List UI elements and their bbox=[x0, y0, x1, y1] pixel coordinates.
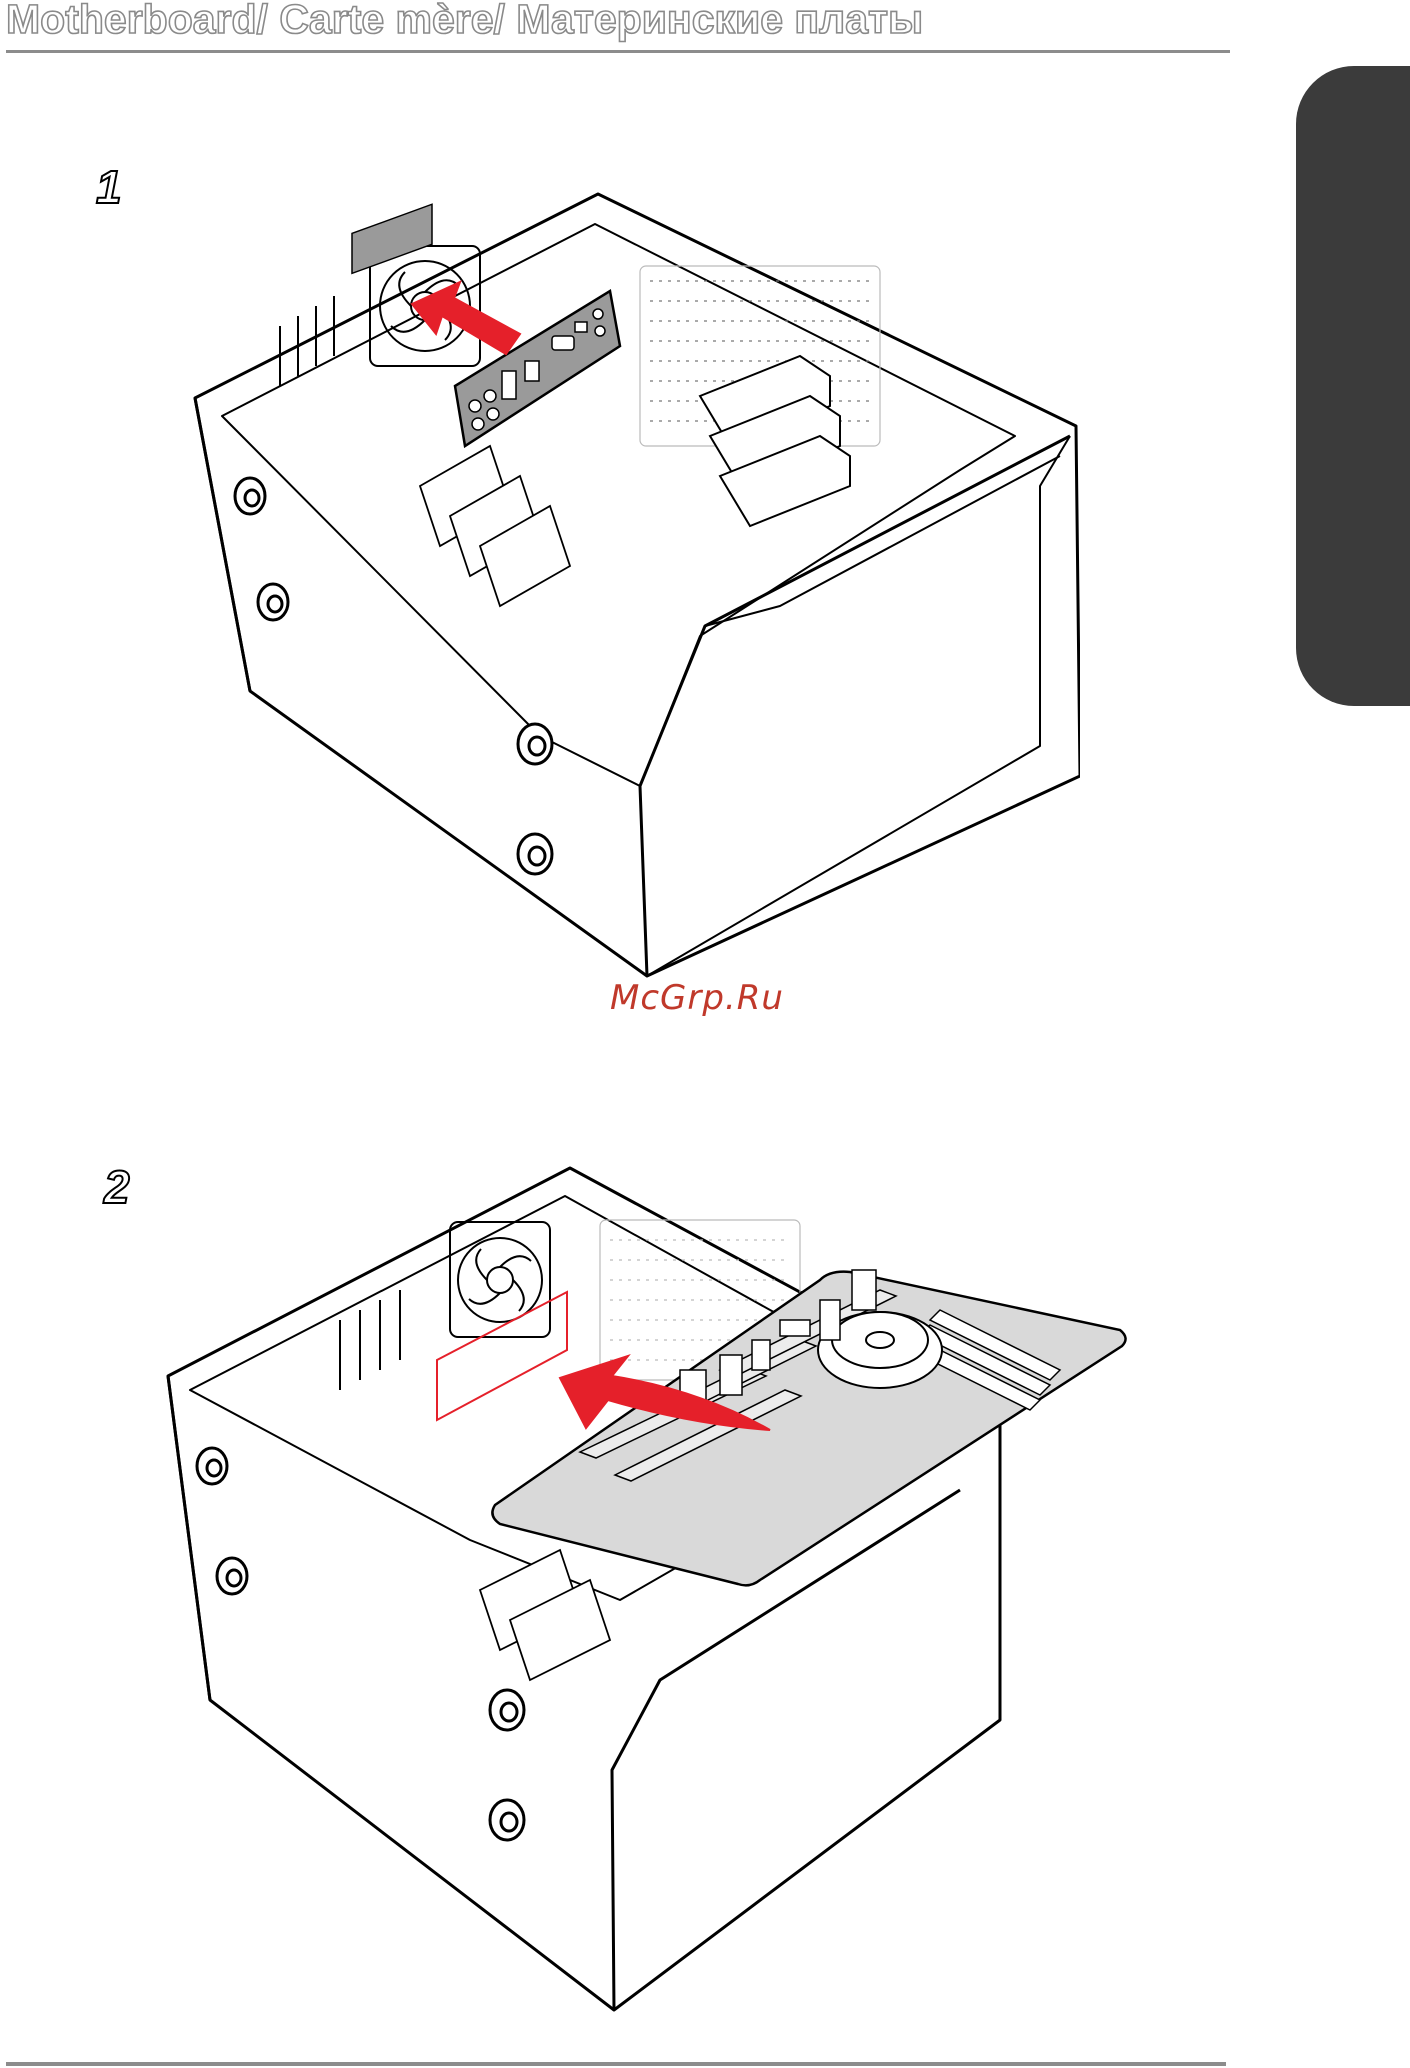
step-2-number: 2 bbox=[104, 1160, 130, 1214]
fan-icon bbox=[450, 1222, 550, 1337]
step-1-number: 1 bbox=[96, 160, 122, 214]
bottom-rule bbox=[6, 2062, 1226, 2066]
watermark: McGrp.Ru bbox=[610, 978, 784, 1018]
title-rule bbox=[6, 50, 1230, 53]
case-outline bbox=[195, 194, 1080, 976]
internal-components bbox=[420, 446, 570, 606]
page-title: Motherboard/ Carte mère/ Материнские пла… bbox=[6, 0, 923, 43]
case-feet bbox=[197, 1448, 524, 1840]
step-1-illustration bbox=[180, 186, 1080, 986]
side-tab bbox=[1296, 66, 1410, 706]
step-2-illustration bbox=[160, 1160, 1140, 2020]
